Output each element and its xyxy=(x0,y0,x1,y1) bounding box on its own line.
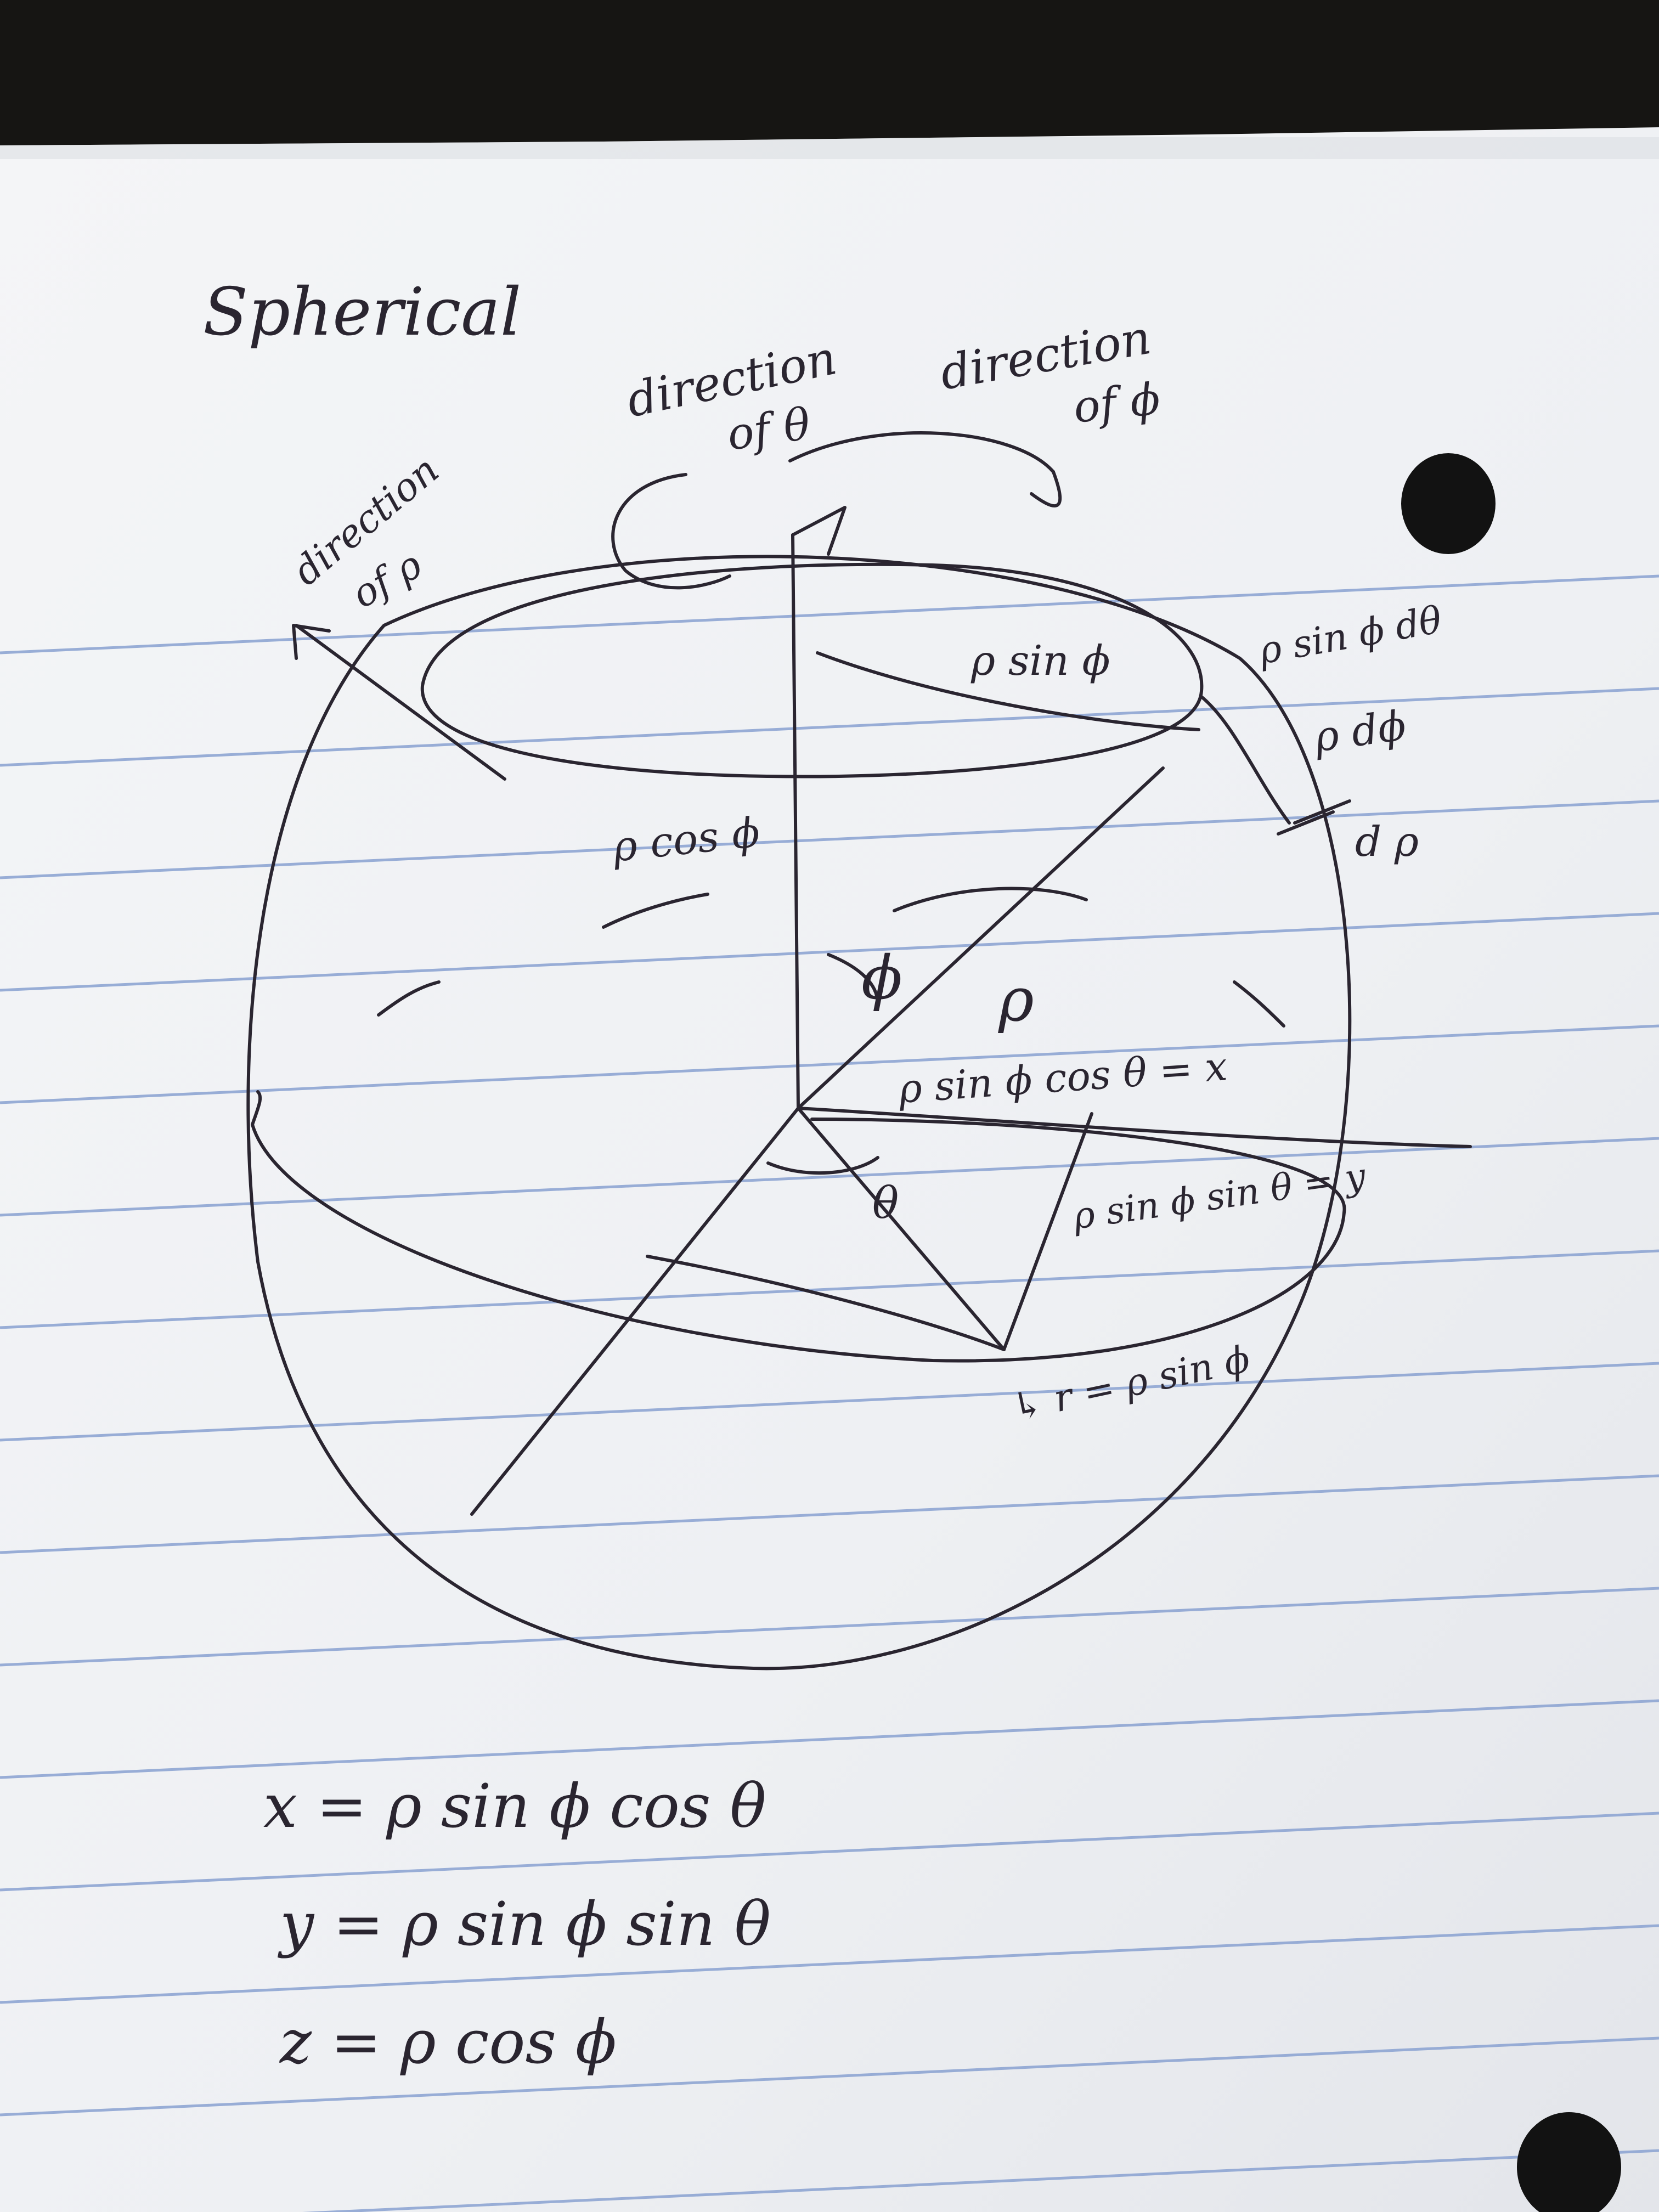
rule-line xyxy=(0,1474,1659,1554)
latitude-hint-2 xyxy=(377,980,441,1017)
rho-direction-arrowhead xyxy=(292,624,331,660)
punch-hole-bottom xyxy=(1517,2112,1621,2212)
direction-phi-line2: of ϕ xyxy=(1071,373,1163,433)
equation-y: y = ρ sin ϕ sin θ xyxy=(277,1889,771,1959)
equator-back-arc xyxy=(251,1090,262,1126)
rule-line xyxy=(0,1812,1659,1892)
direction-theta-line2: of θ xyxy=(724,398,814,460)
rule-line xyxy=(0,1699,1659,1779)
top-ring xyxy=(420,562,1204,778)
rule-line xyxy=(0,799,1659,879)
rule-line xyxy=(0,687,1659,767)
rule-line xyxy=(0,912,1659,992)
rule-line xyxy=(0,574,1659,654)
latitude-hint-1 xyxy=(602,893,709,929)
rho-label: ρ xyxy=(998,964,1034,1035)
rho-vector xyxy=(797,766,1165,1110)
phi-direction-arrowhead xyxy=(1030,470,1062,507)
x-axis xyxy=(470,1107,800,1516)
phi-angle-label: ϕ xyxy=(861,943,902,1013)
z-axis-arrowhead xyxy=(791,506,847,556)
rule-line xyxy=(0,1362,1659,1442)
differential-arrow-2 xyxy=(1277,810,1335,836)
phi-arc xyxy=(827,953,879,1006)
latitude-hint-4 xyxy=(1233,980,1285,1028)
rule-line xyxy=(0,2149,1659,2212)
theta-angle-label: θ xyxy=(872,1177,899,1228)
differential-arrow-3 xyxy=(1293,799,1351,825)
drho-label: d ρ xyxy=(1355,817,1419,866)
sphere-diagram xyxy=(246,431,1472,1671)
title-label: Spherical xyxy=(203,274,521,351)
z-axis xyxy=(791,533,800,1110)
rho-sin-phi-line xyxy=(816,651,1200,731)
sphere-outline xyxy=(246,555,1352,1671)
rule-line xyxy=(0,2036,1659,2117)
rule-line xyxy=(0,1137,1659,1217)
rho-direction-arrow xyxy=(295,624,506,781)
rho-sin-phi-label: ρ sin ϕ xyxy=(970,636,1110,685)
rule-line xyxy=(0,1587,1659,1667)
rule-line xyxy=(0,1924,1659,2004)
rule-line xyxy=(0,1024,1659,1104)
equation-x: x = ρ sin ϕ cos θ xyxy=(263,1771,766,1841)
punch-hole-top xyxy=(1401,453,1496,554)
notebook-paper xyxy=(0,127,1659,2212)
theta-direction-loop xyxy=(611,473,731,590)
y-axis xyxy=(797,1107,1472,1148)
latitude-hint-3 xyxy=(893,887,1088,912)
equator-ellipse xyxy=(251,1118,1346,1363)
theta-arc xyxy=(766,1156,879,1175)
rule-line xyxy=(0,1249,1659,1329)
equation-z: z = ρ cos ϕ xyxy=(279,2007,617,2077)
projection-to-y xyxy=(1002,1112,1093,1351)
projection-r-line xyxy=(797,1107,1006,1351)
phi-direction-arrow xyxy=(788,431,1055,473)
rule-lines xyxy=(0,574,1659,2212)
differential-arrow-1 xyxy=(1200,695,1291,825)
projection-x-line xyxy=(646,1255,1006,1351)
